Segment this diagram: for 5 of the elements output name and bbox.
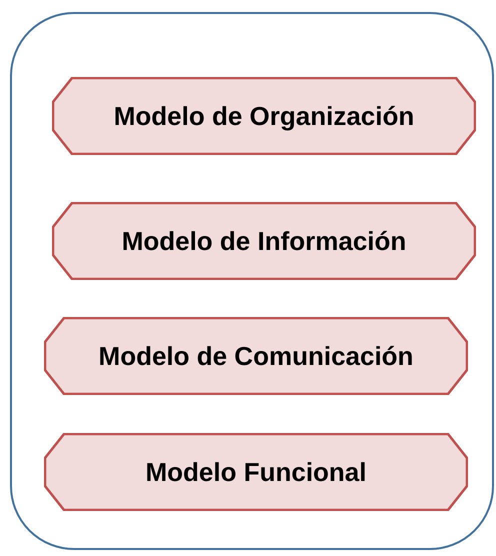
- model-label: Modelo de Comunicación: [98, 340, 414, 372]
- model-label: Modelo Funcional: [146, 456, 366, 488]
- model-label: Modelo de Organización: [114, 100, 414, 132]
- model-label: Modelo de Información: [122, 224, 406, 258]
- rounded-panel: [10, 12, 494, 550]
